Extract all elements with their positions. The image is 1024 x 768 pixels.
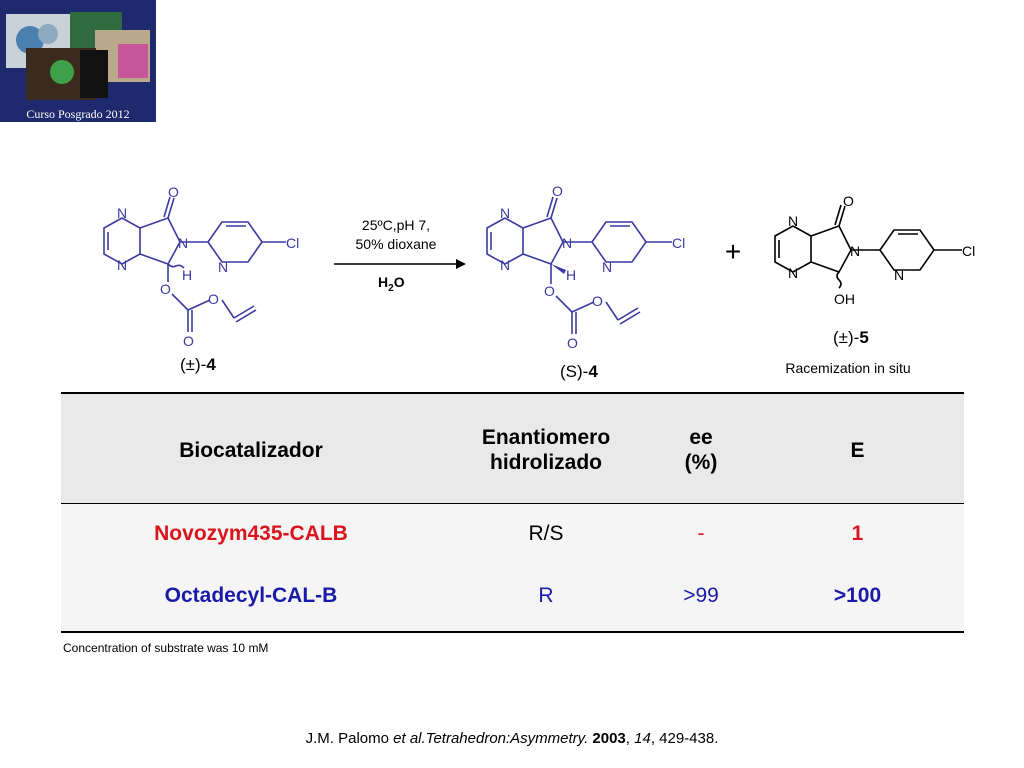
atom-p-o1: O xyxy=(843,193,854,209)
atom-n2: N xyxy=(117,257,127,273)
wedge-bond xyxy=(551,264,566,274)
logo-collage-icon xyxy=(0,0,156,122)
atom-n1: N xyxy=(117,205,127,221)
logo-caption: Curso Posgrado 2012 xyxy=(26,107,130,121)
atom-o2: O xyxy=(160,281,171,297)
row1-ee: - xyxy=(697,522,705,545)
reference-volume: 14 xyxy=(634,730,651,747)
atom-p-oh: OH xyxy=(834,291,855,307)
footnote: Concentration of substrate was 10 mM xyxy=(63,641,269,655)
course-logo: Curso Posgrado 2012 xyxy=(0,0,156,122)
conditions-line1: 25ºC,pH 7, xyxy=(362,217,430,233)
row2-biocatalyst: Octadecyl-CAL-B xyxy=(164,584,338,607)
header-biocatalyst: Biocatalizador xyxy=(179,438,323,462)
atom-o1: O xyxy=(168,184,179,200)
row2-e: >100 xyxy=(833,584,882,607)
atom-n3: N xyxy=(178,235,188,251)
atom-o3: O xyxy=(208,291,219,307)
atom-s-o4: O xyxy=(567,335,578,351)
header-e: E xyxy=(850,438,865,462)
atom-p-n1: N xyxy=(788,213,798,229)
atom-s-n2: N xyxy=(500,257,510,273)
atom-s-cl: Cl xyxy=(672,235,685,251)
row2-ee: >99 xyxy=(683,584,719,607)
s-substrate-atoms: N N O N N Cl H O O O xyxy=(500,183,685,351)
product-5-structure xyxy=(774,204,962,289)
header-enantiomer: Enantiomero hidrolizado xyxy=(481,426,611,474)
racemic-substrate-atoms: N N O N N Cl H O O O xyxy=(117,184,299,349)
reaction-scheme: N N O N N Cl H O O O (±)-4 25ºC,pH 7, 50… xyxy=(103,183,975,381)
atom-s-o3: O xyxy=(592,293,603,309)
atom-s-n1: N xyxy=(500,205,510,221)
plus-sign: + xyxy=(725,236,741,267)
atom-h: H xyxy=(182,267,192,283)
atom-s-h: H xyxy=(566,267,576,283)
atom-p-cl: Cl xyxy=(962,243,975,259)
reaction-arrowhead xyxy=(456,259,466,269)
atom-s-o2: O xyxy=(544,283,555,299)
reference-pages: , 429-438. xyxy=(650,730,719,747)
reference-authors: J.M. Palomo xyxy=(305,730,389,747)
header-ee: ee (%) xyxy=(684,426,718,474)
racemic-substrate-structure xyxy=(103,196,286,332)
row2-enantiomer: R xyxy=(538,584,554,607)
results-table: Biocatalizador Enantiomero hidrolizado e… xyxy=(61,392,964,633)
reference-sep: , xyxy=(625,730,630,747)
reference: J.M. Palomo et al.Tetrahedron:Asymmetry.… xyxy=(0,730,1024,747)
conditions-line2: 50% dioxane xyxy=(356,236,437,252)
s-substrate-structure xyxy=(486,196,672,334)
reference-year: 2003 xyxy=(592,730,626,747)
reference-journal: Tetrahedron:Asymmetry. xyxy=(425,730,589,747)
atom-s-n3: N xyxy=(562,235,572,251)
reference-etal: et al. xyxy=(393,730,426,747)
atom-n4: N xyxy=(218,259,228,275)
atom-cl: Cl xyxy=(286,235,299,251)
reagent-water: H2O xyxy=(378,274,405,294)
atom-p-n2: N xyxy=(788,265,798,281)
atom-o4: O xyxy=(183,333,194,349)
atom-p-n4: N xyxy=(894,267,904,283)
table-header: Biocatalizador Enantiomero hidrolizado e… xyxy=(61,392,964,504)
racemization-note: Racemization in situ xyxy=(785,360,910,376)
row1-biocatalyst: Novozym435-CALB xyxy=(154,522,348,545)
row1-e: 1 xyxy=(851,522,864,545)
label-racemic-4: (±)-4 xyxy=(180,355,216,374)
row1-enantiomer: R/S xyxy=(528,522,564,545)
label-racemic-5: (±)-5 xyxy=(833,328,869,347)
label-s-4: (S)-4 xyxy=(560,362,598,381)
table-body: Novozym435-CALB R/S - 1 Octadecyl-CAL-B … xyxy=(61,504,964,633)
product-5-atoms: N N O N N Cl OH xyxy=(788,193,975,307)
atom-s-o1: O xyxy=(552,183,563,199)
atom-p-n3: N xyxy=(850,243,860,259)
atom-s-n4: N xyxy=(602,259,612,275)
